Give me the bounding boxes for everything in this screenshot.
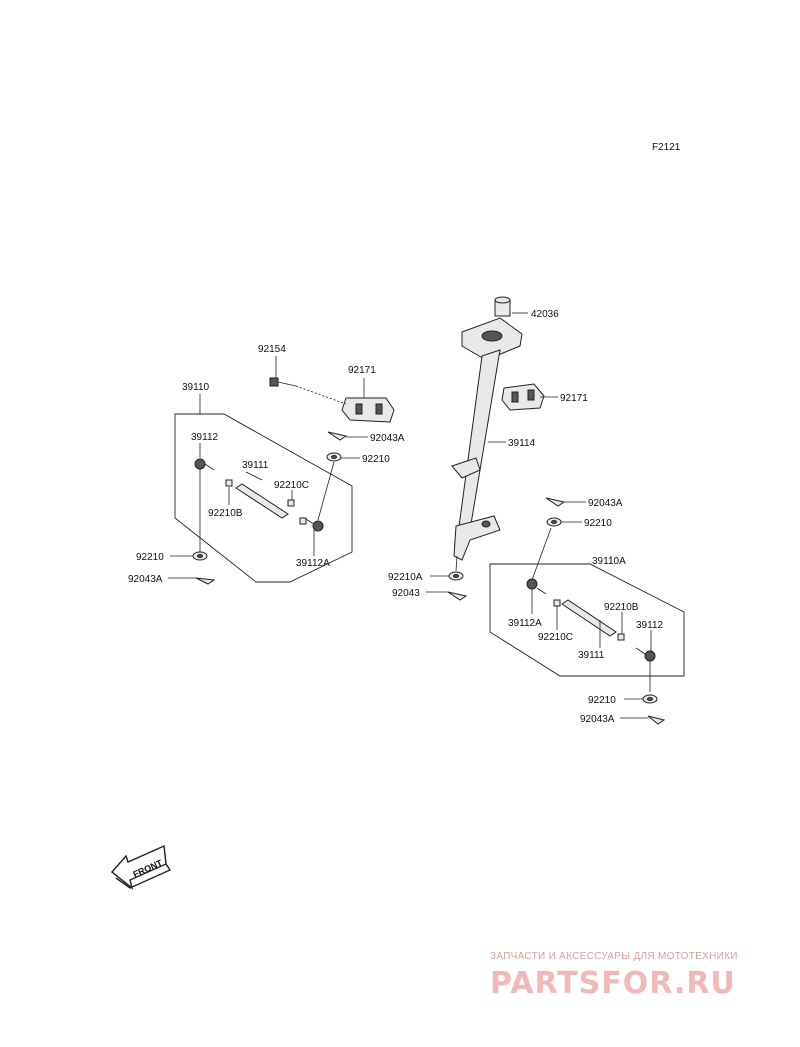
cotter-pin-92043a-right-upper	[545, 497, 566, 507]
nut-92210a	[448, 571, 464, 581]
holder-92171-left	[341, 397, 395, 423]
tie-rod-assembly-39110a	[489, 563, 685, 677]
label-39111-left: 39111	[242, 460, 269, 471]
label-92043a-right-lower: 92043A	[580, 714, 615, 725]
nut-92210-right-upper	[546, 517, 562, 527]
label-39112a-left: 39112A	[296, 558, 330, 569]
label-39112a-right: 39112A	[508, 618, 542, 629]
front-direction-arrow-icon: FRONT	[110, 844, 172, 890]
holder-92171-right	[501, 383, 545, 411]
bushing-42036	[494, 296, 511, 317]
label-92210b-right: 92210B	[604, 602, 639, 613]
bolt-92154	[269, 377, 347, 405]
label-92210c-left: 92210C	[274, 480, 309, 491]
label-92210-lower-left: 92210	[136, 552, 164, 563]
label-42036: 42036	[531, 309, 559, 320]
leader-lines	[168, 312, 652, 719]
label-92171-right: 92171	[560, 393, 588, 404]
cotter-pin-92043a-upper	[327, 431, 348, 441]
nut-92210-lower-left	[192, 551, 208, 561]
label-92043: 92043	[392, 588, 420, 599]
nut-92210-upper	[326, 452, 342, 462]
diagram-code: F2121	[652, 142, 681, 153]
watermark-tagline: ЗАПЧАСТИ И АКСЕССУАРЫ ДЛЯ МОТОТЕХНИКИ	[490, 951, 738, 962]
cotter-pin-92043a-lower-left	[195, 577, 216, 585]
label-39112-right: 39112	[636, 620, 664, 631]
label-39111-right: 39111	[578, 650, 605, 661]
label-92043a-lower-left: 92043A	[128, 574, 163, 585]
label-92171-left: 92171	[348, 365, 376, 376]
label-92043a-right-upper: 92043A	[588, 498, 623, 509]
cotter-pin-92043a-right-lower	[647, 715, 666, 725]
steering-shaft-39114	[451, 317, 523, 561]
tie-rod-assembly-39110	[174, 413, 353, 583]
label-39112-left: 39112	[191, 432, 219, 443]
label-39110: 39110	[182, 382, 210, 393]
label-92210-right-lower: 92210	[588, 695, 616, 706]
cotter-pin-92043	[447, 591, 468, 601]
label-92154: 92154	[258, 344, 286, 355]
label-92210b-left: 92210B	[208, 508, 243, 519]
label-39110a: 39110A	[592, 556, 626, 567]
label-92210-upper: 92210	[362, 454, 390, 465]
label-92043a-upper: 92043A	[370, 433, 405, 444]
label-92210-right-upper: 92210	[584, 518, 612, 529]
nut-92210-right-lower	[642, 694, 658, 704]
label-92210c-right: 92210C	[538, 632, 573, 643]
watermark-logo: PARTSFOR.RU	[490, 966, 736, 1001]
label-92210a: 92210A	[388, 572, 423, 583]
label-39114: 39114	[508, 438, 536, 449]
